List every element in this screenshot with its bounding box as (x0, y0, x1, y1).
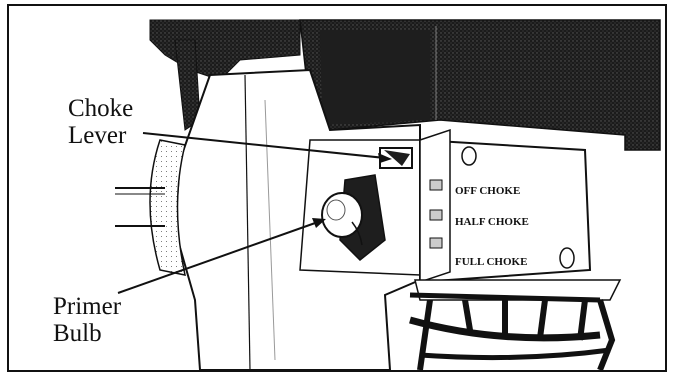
choke-plate: OFF CHOKE HALF CHOKE FULL CHOKE (420, 130, 590, 282)
primer-callout-line2: Bulb (53, 320, 121, 347)
choke-callout-line1: Choke (68, 95, 133, 122)
off-choke-label: OFF CHOKE (455, 185, 520, 197)
lower-frame (410, 280, 620, 370)
choke-lever-callout: Choke Lever (68, 95, 133, 149)
primer-callout-line1: Primer (53, 293, 121, 320)
choke-callout-line2: Lever (68, 122, 133, 149)
full-choke-label: FULL CHOKE (455, 256, 527, 268)
half-choke-label: HALF CHOKE (455, 216, 529, 228)
primer-bulb-callout: Primer Bulb (53, 293, 121, 347)
